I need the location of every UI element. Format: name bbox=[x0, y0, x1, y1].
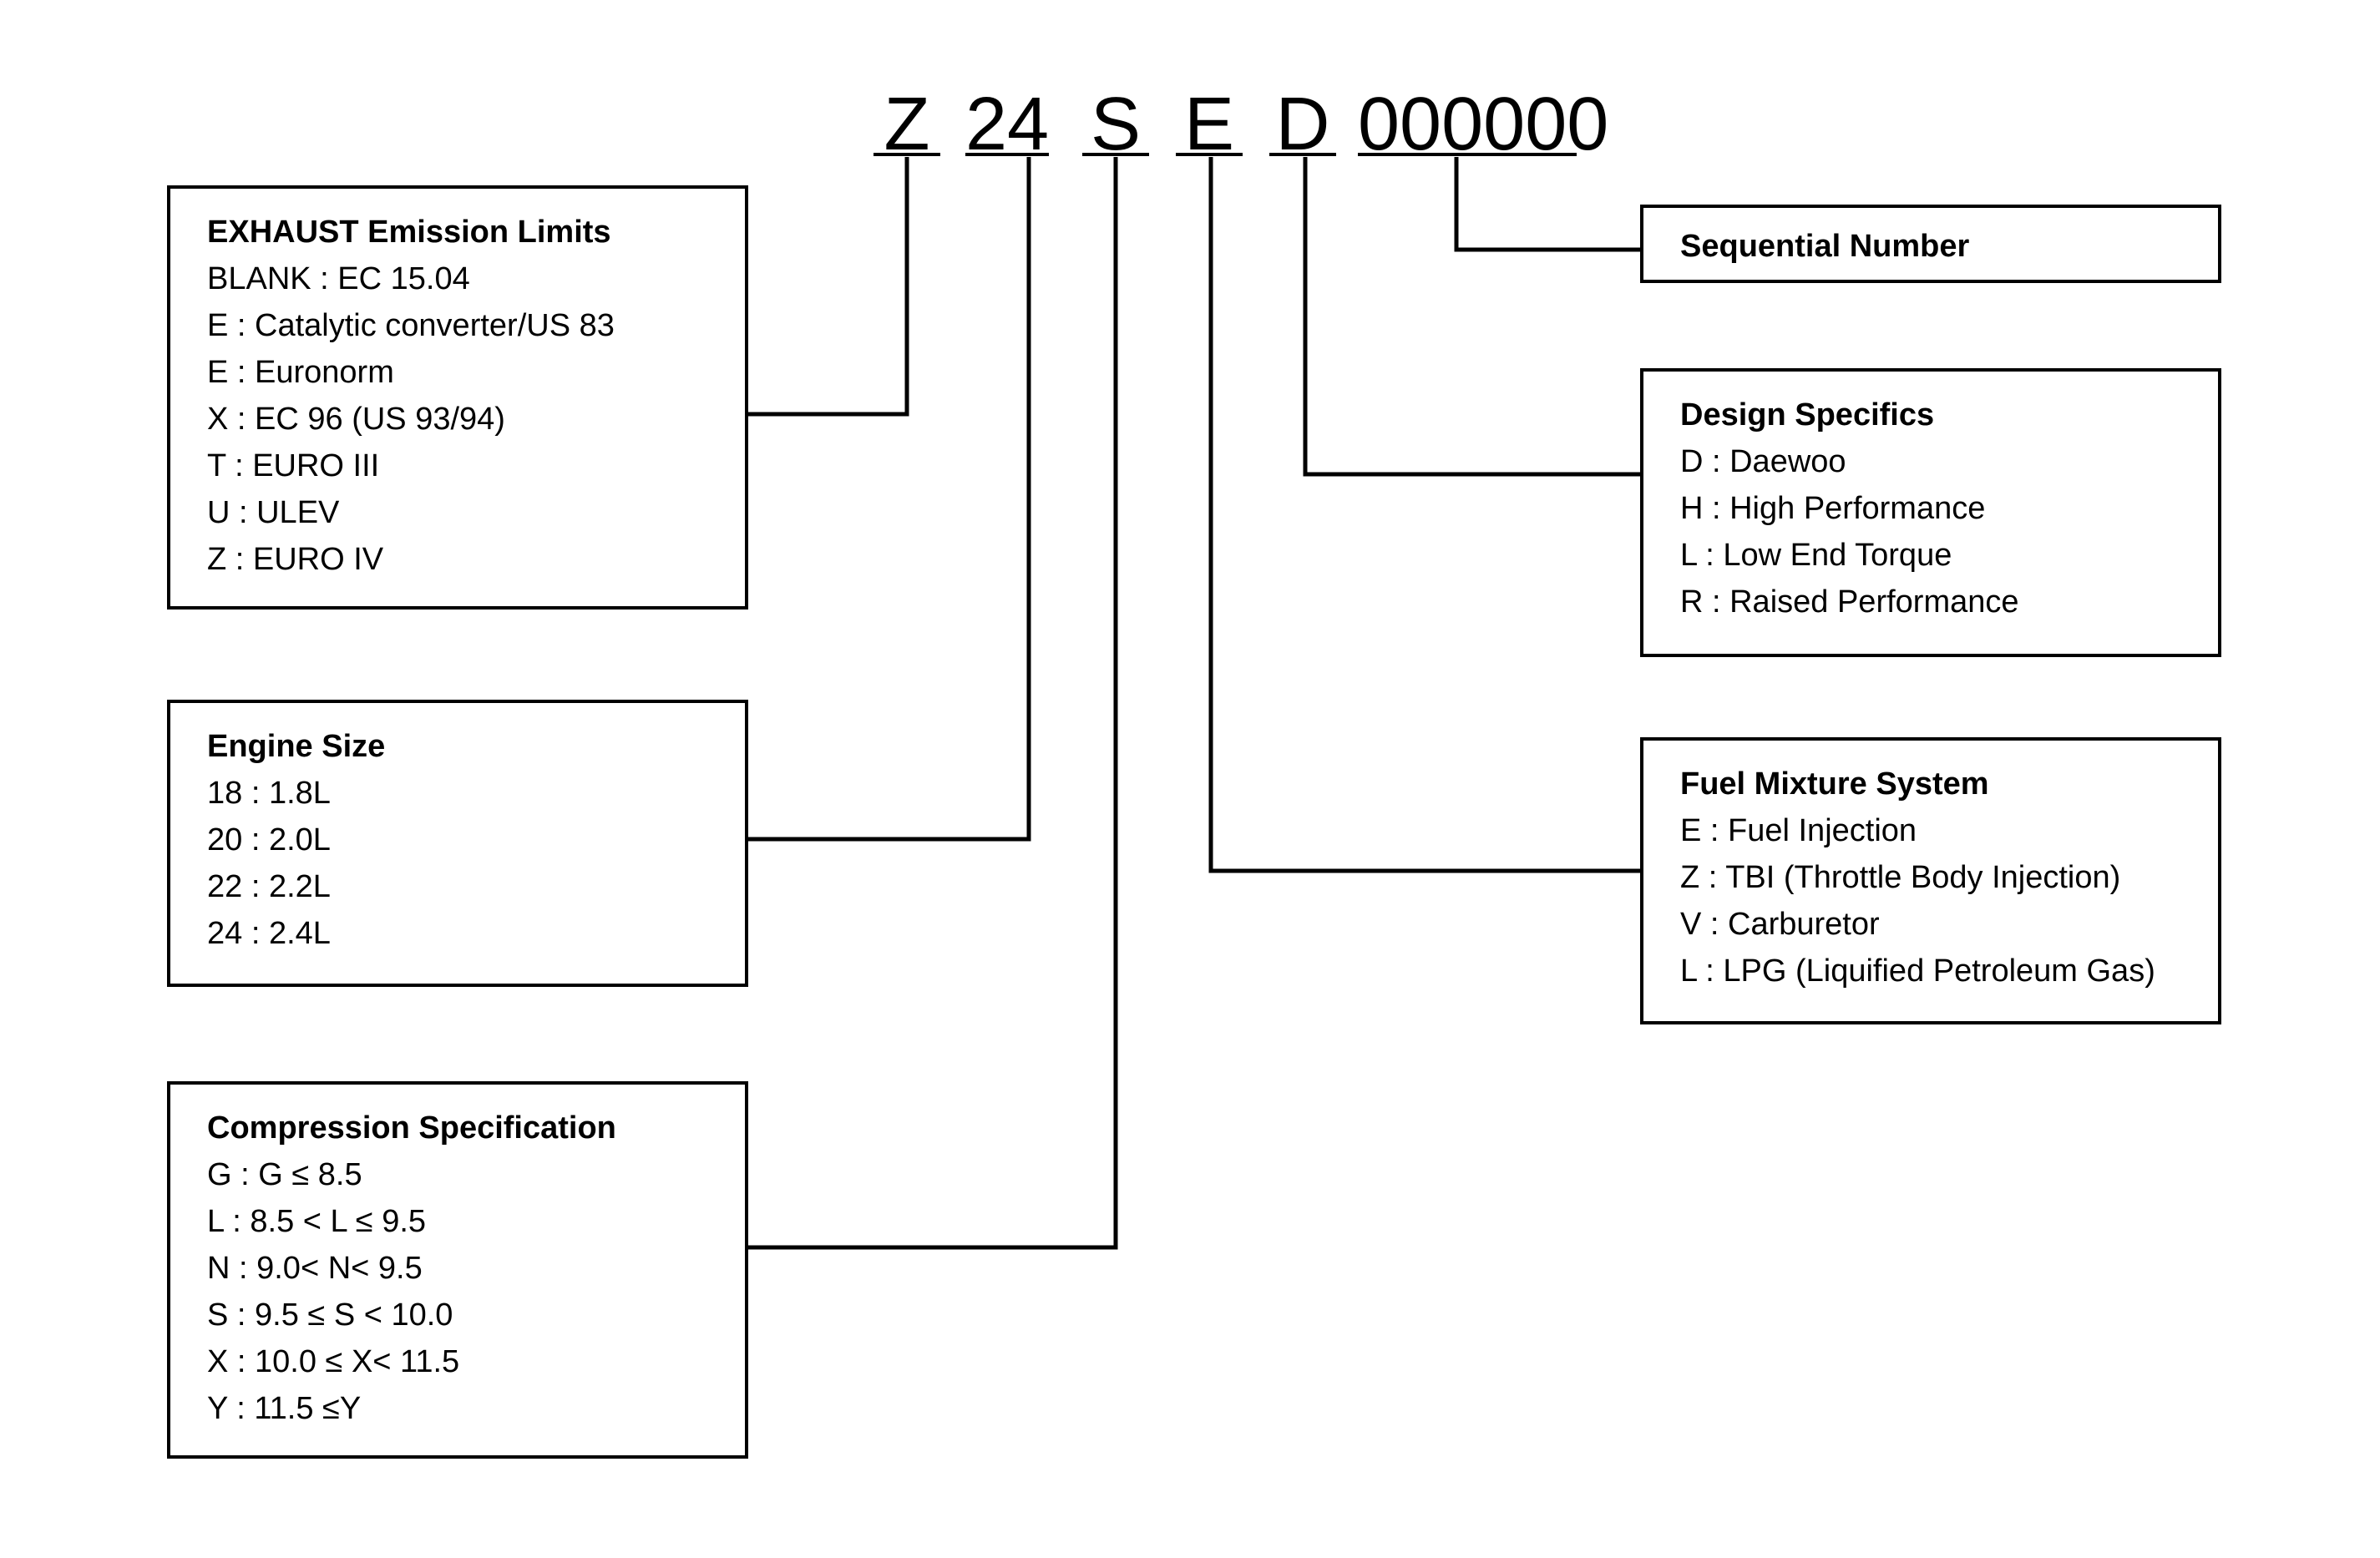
engine-size-box: Engine Size 18 : 1.8L 20 : 2.0L 22 : 2.2… bbox=[167, 700, 748, 987]
compression-spec-item: N : 9.0< N< 9.5 bbox=[207, 1251, 423, 1286]
engine-size-item: 18 : 1.8L bbox=[207, 776, 331, 811]
connector-exhaust bbox=[747, 157, 909, 417]
code-char-exhaust: Z bbox=[884, 83, 930, 166]
connector-compression bbox=[747, 157, 1118, 1250]
fuel-mixture-item: E : Fuel Injection bbox=[1680, 813, 1917, 848]
sequential-number-box: Sequential Number bbox=[1640, 205, 2221, 283]
code-underline-design bbox=[1269, 153, 1336, 156]
code-underline-sequential bbox=[1358, 153, 1577, 156]
exhaust-emission-item: U : ULEV bbox=[207, 495, 340, 530]
exhaust-emission-item: X : EC 96 (US 93/94) bbox=[207, 402, 505, 437]
fuel-mixture-title: Fuel Mixture System bbox=[1680, 766, 1989, 802]
design-specifics-item: H : High Performance bbox=[1680, 491, 1986, 526]
sequential-number-title: Sequential Number bbox=[1680, 229, 1970, 264]
code-underline-compression bbox=[1082, 153, 1149, 156]
engine-size-item: 20 : 2.0L bbox=[207, 822, 331, 857]
compression-spec-item: G : G ≤ 8.5 bbox=[207, 1157, 362, 1192]
compression-spec-box: Compression Specification G : G ≤ 8.5 L … bbox=[167, 1081, 748, 1459]
exhaust-emission-item: E : Euronorm bbox=[207, 355, 394, 390]
code-underline-fuel bbox=[1176, 153, 1243, 156]
fuel-mixture-item: L : LPG (Liquified Petroleum Gas) bbox=[1680, 954, 2155, 989]
design-specifics-box: Design Specifics D : Daewoo H : High Per… bbox=[1640, 368, 2221, 657]
exhaust-emission-item: T : EURO III bbox=[207, 448, 380, 483]
code-char-sequential: 000000 bbox=[1358, 83, 1609, 166]
engine-size-item: 24 : 2.4L bbox=[207, 916, 331, 951]
exhaust-emission-box: EXHAUST Emission Limits BLANK : EC 15.04… bbox=[167, 185, 748, 610]
code-underline-exhaust bbox=[874, 153, 940, 156]
exhaust-emission-item: E : Catalytic converter/US 83 bbox=[207, 308, 615, 343]
engine-size-title: Engine Size bbox=[207, 729, 386, 764]
compression-spec-title: Compression Specification bbox=[207, 1110, 616, 1146]
code-char-compression: S bbox=[1090, 83, 1142, 166]
connector-design bbox=[1303, 157, 1642, 477]
compression-spec-item: Y : 11.5 ≤Y bbox=[207, 1391, 362, 1426]
engine-size-item: 22 : 2.2L bbox=[207, 869, 331, 904]
fuel-mixture-box: Fuel Mixture System E : Fuel Injection Z… bbox=[1640, 737, 2221, 1024]
code-underline-engine-size bbox=[965, 153, 1049, 156]
fuel-mixture-item: Z : TBI (Throttle Body Injection) bbox=[1680, 860, 2121, 895]
code-char-fuel: E bbox=[1183, 83, 1235, 166]
design-specifics-item: R : Raised Performance bbox=[1680, 584, 2019, 620]
compression-spec-item: S : 9.5 ≤ S < 10.0 bbox=[207, 1297, 453, 1333]
compression-spec-item: L : 8.5 < L ≤ 9.5 bbox=[207, 1204, 427, 1239]
design-specifics-title: Design Specifics bbox=[1680, 397, 1935, 432]
compression-spec-item: X : 10.0 ≤ X< 11.5 bbox=[207, 1344, 460, 1379]
exhaust-emission-item: BLANK : EC 15.04 bbox=[207, 261, 470, 296]
connector-sequential bbox=[1454, 157, 1642, 252]
code-char-design: D bbox=[1275, 83, 1330, 166]
design-specifics-item: D : Daewoo bbox=[1680, 444, 1846, 479]
connector-fuel bbox=[1208, 157, 1642, 873]
fuel-mixture-item: V : Carburetor bbox=[1680, 907, 1880, 942]
exhaust-emission-item: Z : EURO IV bbox=[207, 542, 384, 577]
code-char-engine-size: 24 bbox=[965, 83, 1050, 166]
connector-engine-size bbox=[747, 157, 1031, 842]
exhaust-emission-title: EXHAUST Emission Limits bbox=[207, 215, 611, 250]
design-specifics-item: L : Low End Torque bbox=[1680, 538, 1952, 573]
